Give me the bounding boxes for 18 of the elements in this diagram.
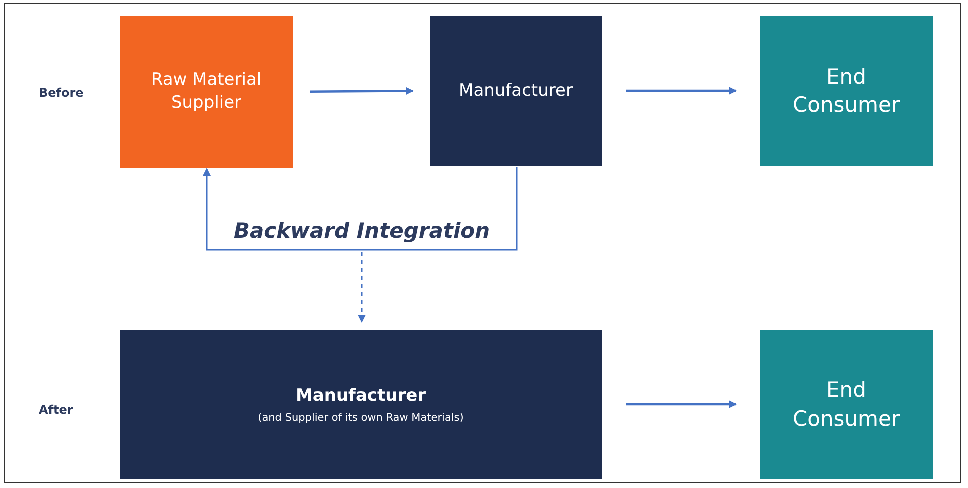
arrow — [310, 87, 414, 96]
process-box — [760, 330, 933, 479]
node-title: End Consumer — [792, 64, 902, 119]
process-box — [120, 330, 602, 479]
node-subtitle: (and Supplier of its own Raw Materials) — [258, 412, 464, 424]
node-title: Raw Material Supplier — [150, 69, 263, 115]
node-title: End Consumer — [792, 377, 902, 432]
arrow — [626, 400, 737, 408]
row-label: After — [39, 403, 74, 417]
process-box — [760, 16, 933, 166]
node-title: Manufacturer — [296, 385, 426, 408]
arrow — [358, 252, 366, 323]
node-title: Manufacturer — [459, 80, 573, 102]
arrow — [626, 87, 737, 95]
arrow — [203, 167, 518, 251]
process-box — [120, 16, 293, 168]
process-box — [430, 16, 602, 166]
row-label: Before — [39, 86, 84, 100]
